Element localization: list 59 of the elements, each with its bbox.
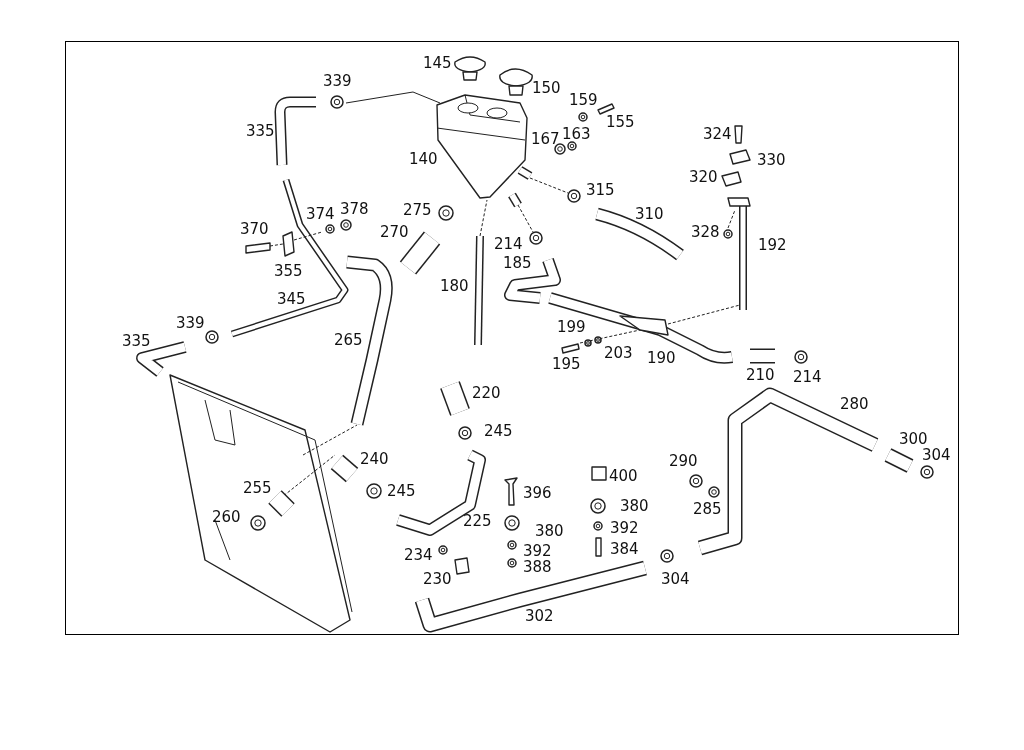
callout-number: 290	[669, 453, 698, 469]
callout-number: 380	[535, 523, 564, 539]
callout-number: 265	[334, 332, 363, 348]
callout-number: 392	[610, 520, 639, 536]
callout-number: 388	[523, 559, 552, 575]
callout-number: 315	[586, 182, 615, 198]
callout-number: 380	[620, 498, 649, 514]
callout-number: 324	[703, 126, 732, 142]
callout-number: 285	[693, 501, 722, 517]
callout-number: 355	[274, 263, 303, 279]
callout-number: 396	[523, 485, 552, 501]
callout-number: 392	[523, 543, 552, 559]
callout-number: 310	[635, 206, 664, 222]
callout-number: 185	[503, 255, 532, 271]
callout-number: 304	[661, 571, 690, 587]
callout-number: 155	[606, 114, 635, 130]
callout-number: 240	[360, 451, 389, 467]
callout-number: 370	[240, 221, 269, 237]
callout-number: 300	[899, 431, 928, 447]
callout-number: 400	[609, 468, 638, 484]
callout-number: 145	[423, 55, 452, 71]
callout-number: 234	[404, 547, 433, 563]
callout-number: 335	[122, 333, 151, 349]
callout-number: 195	[552, 356, 581, 372]
callout-number: 302	[525, 608, 554, 624]
callout-number: 374	[306, 206, 335, 222]
callout-number: 220	[472, 385, 501, 401]
callout-number: 210	[746, 367, 775, 383]
callout-number: 330	[757, 152, 786, 168]
callout-number: 320	[689, 169, 718, 185]
callout-number: 255	[243, 480, 272, 496]
callout-number: 245	[484, 423, 513, 439]
callout-number: 270	[380, 224, 409, 240]
callout-number: 280	[840, 396, 869, 412]
callout-number: 339	[323, 73, 352, 89]
callout-number: 214	[793, 369, 822, 385]
callout-number: 339	[176, 315, 205, 331]
callout-number: 180	[440, 278, 469, 294]
callout-number: 190	[647, 350, 676, 366]
callout-number: 167	[531, 131, 560, 147]
callout-number: 378	[340, 201, 369, 217]
callout-number: 245	[387, 483, 416, 499]
callout-number: 140	[409, 151, 438, 167]
callout-number: 199	[557, 319, 586, 335]
callout-number: 203	[604, 345, 633, 361]
callout-number: 328	[691, 224, 720, 240]
callout-number: 260	[212, 509, 241, 525]
callout-number: 335	[246, 123, 275, 139]
callout-number: 275	[403, 202, 432, 218]
callout-number: 150	[532, 80, 561, 96]
callout-number: 163	[562, 126, 591, 142]
callout-number: 304	[922, 447, 951, 463]
callout-number: 230	[423, 571, 452, 587]
callout-number: 345	[277, 291, 306, 307]
callout-number: 192	[758, 237, 787, 253]
callout-number: 214	[494, 236, 523, 252]
callout-number: 384	[610, 541, 639, 557]
callout-number: 159	[569, 92, 598, 108]
callout-number: 225	[463, 513, 492, 529]
